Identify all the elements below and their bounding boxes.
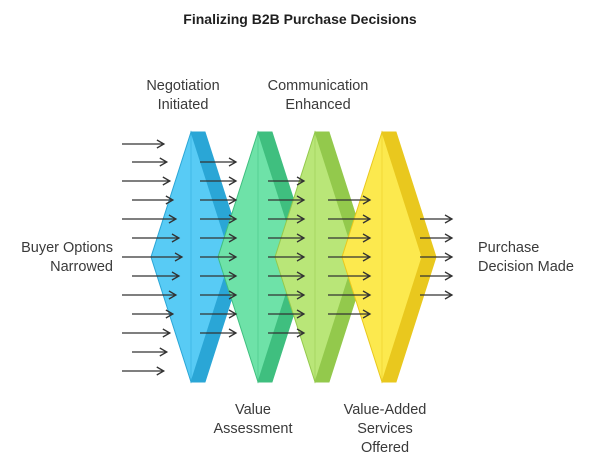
flow-arrows (122, 139, 454, 376)
stage-label-value-added-services: Value-Added Services Offered (343, 402, 427, 456)
input-label-buyer-options: Buyer Options Narrowed (21, 240, 113, 275)
diagram-title: Finalizing B2B Purchase Decisions (183, 11, 417, 27)
output-label-purchase-decision: Purchase Decision Made (478, 240, 574, 275)
stage-label-value-assessment: Value Assessment (213, 402, 293, 437)
stage-label-communication: Communication Enhanced (267, 78, 369, 113)
stage-label-negotiation: Negotiation Initiated (146, 78, 220, 113)
